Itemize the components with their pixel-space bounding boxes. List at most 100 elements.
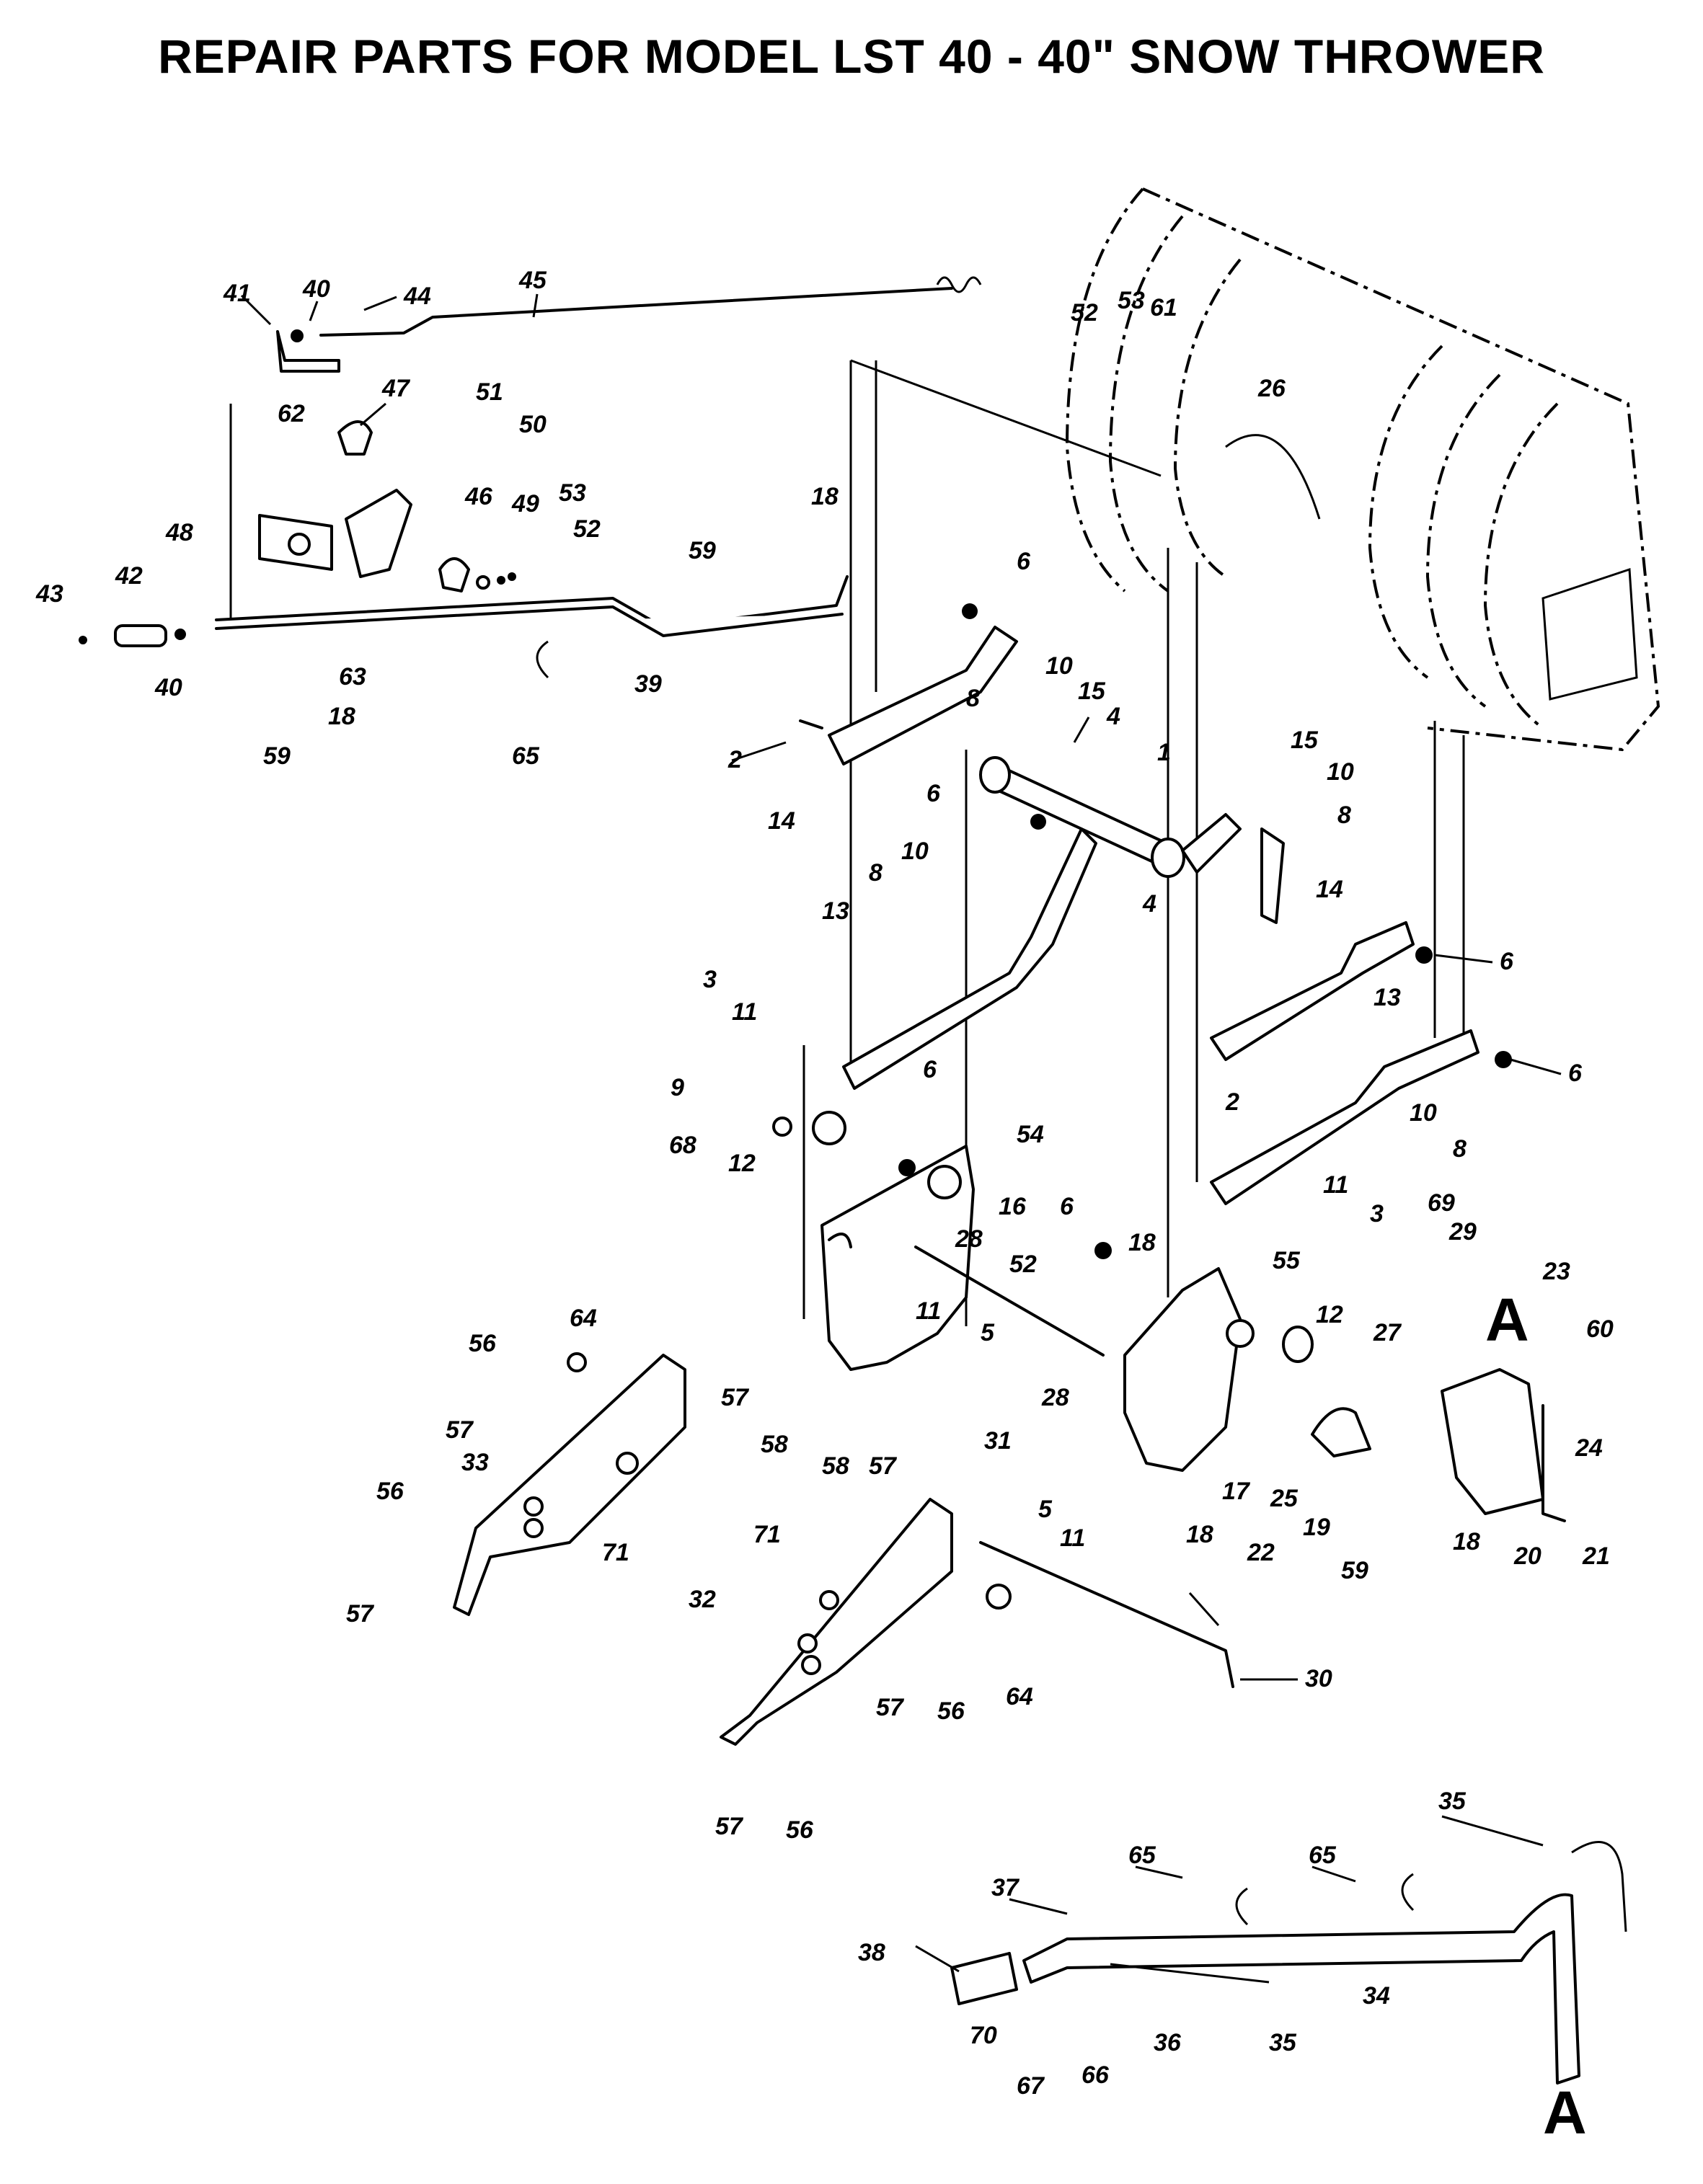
- part-label: 58: [822, 1452, 849, 1480]
- part-label: 18: [1453, 1528, 1480, 1555]
- part-label: 11: [1323, 1171, 1348, 1199]
- part-label: 22: [1247, 1539, 1275, 1566]
- part-label: 12: [728, 1150, 756, 1177]
- part-label: 14: [1316, 876, 1343, 903]
- part-label: 6: [926, 780, 941, 807]
- part-label: 19: [1303, 1514, 1330, 1541]
- part-label: 65: [1128, 1842, 1156, 1869]
- part-label: 8: [966, 685, 980, 712]
- part-label: 45: [518, 267, 547, 294]
- part-label: 51: [476, 378, 503, 406]
- part-label: 53: [559, 479, 586, 507]
- side-plate-right: [1094, 1242, 1314, 1472]
- part-label: 57: [715, 1813, 744, 1840]
- part-label: 37: [991, 1874, 1020, 1901]
- pivot-rod: [914, 1246, 1105, 1357]
- part-label: 49: [511, 490, 539, 518]
- part-label: 57: [876, 1694, 905, 1721]
- part-label: 50: [519, 411, 547, 438]
- part-label: 10: [1045, 652, 1073, 680]
- part-label: 15: [1078, 678, 1106, 705]
- part-label: 6: [1568, 1060, 1583, 1087]
- part-label: 18: [1128, 1229, 1156, 1256]
- part-label: 35: [1438, 1788, 1467, 1815]
- shift-rod: [79, 575, 849, 679]
- part-label: 18: [1186, 1521, 1213, 1548]
- part-label: 10: [901, 838, 929, 865]
- part-label: 55: [1273, 1247, 1301, 1274]
- part-label: 59: [263, 742, 291, 770]
- part-label: 29: [1448, 1218, 1477, 1246]
- support-bracket-32: [720, 1498, 1012, 1746]
- part-label: 59: [1341, 1557, 1368, 1584]
- part-label: 8: [869, 859, 883, 887]
- right-links: [1210, 921, 1512, 1205]
- part-label: 60: [1586, 1315, 1614, 1343]
- part-label: 8: [1337, 802, 1351, 829]
- part-label: 40: [154, 674, 182, 701]
- chute-rod: [276, 276, 982, 373]
- part-label: 10: [1410, 1099, 1437, 1127]
- part-label: 27: [1373, 1319, 1402, 1346]
- part-label: 13: [822, 897, 849, 925]
- part-label: 16: [999, 1193, 1027, 1220]
- part-label: 24: [1575, 1434, 1603, 1462]
- part-label: 42: [115, 562, 143, 590]
- part-label: 34: [1363, 1982, 1390, 2010]
- part-label: 31: [984, 1427, 1012, 1455]
- part-label: 4: [1106, 703, 1120, 730]
- callout-leaders: [240, 293, 1562, 1973]
- part-label: 48: [165, 519, 193, 546]
- part-label: 47: [381, 375, 411, 402]
- part-label: 63: [339, 663, 366, 691]
- part-label: 54: [1017, 1121, 1044, 1148]
- part-label: 69: [1428, 1189, 1455, 1217]
- upper-link-left: [799, 603, 1018, 765]
- part-label: 59: [689, 537, 716, 564]
- part-label: 53: [1118, 287, 1145, 314]
- part-label: 5: [981, 1319, 995, 1346]
- housing-outline: [1065, 187, 1660, 752]
- part-label: 71: [753, 1521, 781, 1548]
- part-label: 64: [1006, 1683, 1033, 1710]
- part-callouts: 41 40 44 45 47 51 50 62 46 49 53 52 48 4…: [35, 267, 1614, 2100]
- part-label: 39: [634, 670, 662, 698]
- part-label: 28: [955, 1225, 983, 1253]
- part-label: 6: [1060, 1193, 1074, 1220]
- part-label: 1: [1157, 739, 1171, 766]
- page-title: REPAIR PARTS FOR MODEL LST 40 - 40" SNOW…: [158, 30, 1545, 83]
- part-label: 10: [1327, 758, 1354, 786]
- part-label: 12: [1316, 1301, 1343, 1328]
- part-label: 2: [1225, 1088, 1239, 1116]
- part-label: 68: [669, 1132, 696, 1159]
- part-label: 11: [732, 998, 757, 1026]
- part-label: 33: [461, 1449, 489, 1476]
- section-marker-a-bottom: A: [1543, 2079, 1587, 2147]
- part-label: 43: [35, 580, 63, 608]
- part-label: 6: [1017, 548, 1031, 575]
- part-label: 66: [1081, 2061, 1110, 2089]
- part-label: 17: [1222, 1478, 1251, 1505]
- part-label: 57: [869, 1452, 898, 1480]
- part-label: 5: [1038, 1496, 1053, 1523]
- part-label: 58: [761, 1431, 788, 1458]
- part-label: 57: [721, 1384, 750, 1411]
- part-label: 18: [328, 703, 355, 730]
- part-label: 56: [786, 1816, 814, 1844]
- part-label: 41: [223, 280, 251, 307]
- chute-handle: [950, 1840, 1627, 2085]
- cross-shaft: [979, 756, 1285, 924]
- lower-link-left: [842, 814, 1097, 1090]
- part-label: 28: [1041, 1384, 1069, 1411]
- part-label: 30: [1305, 1665, 1332, 1692]
- part-label: 52: [1071, 299, 1098, 327]
- part-label: 20: [1513, 1542, 1541, 1570]
- part-label: 40: [302, 275, 330, 303]
- part-label: 67: [1017, 2072, 1045, 2100]
- part-label: 56: [376, 1478, 404, 1505]
- part-label: 11: [916, 1297, 941, 1325]
- part-label: 52: [1009, 1251, 1037, 1278]
- part-label: 56: [937, 1697, 965, 1725]
- part-label: 8: [1453, 1135, 1467, 1163]
- part-label: 25: [1270, 1485, 1299, 1512]
